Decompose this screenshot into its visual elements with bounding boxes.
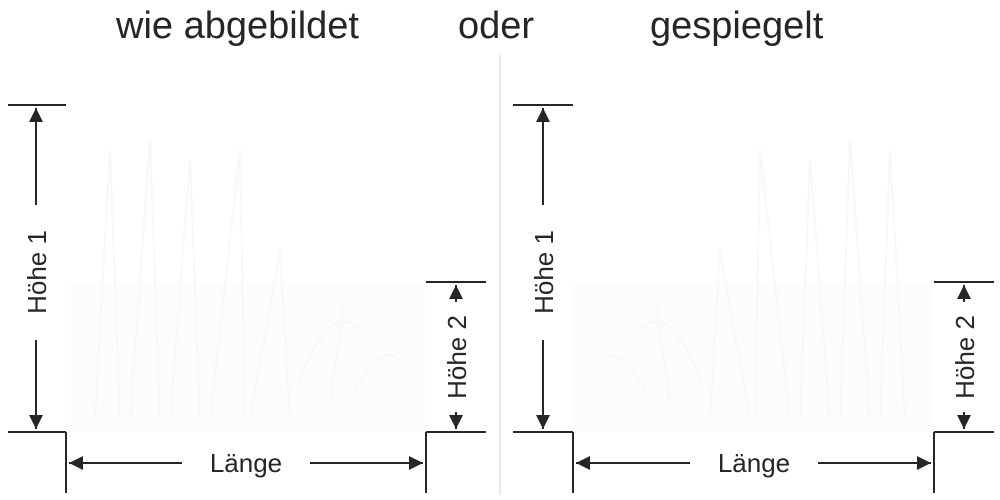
grass-sticker-ghost <box>65 139 425 432</box>
height2-label: Höhe 2 <box>950 315 980 399</box>
height1-label: Höhe 1 <box>22 230 52 314</box>
length-label: Länge <box>210 448 282 478</box>
right-panel: Höhe 1 Höhe 2 Länge <box>513 104 994 493</box>
title-mirrored: gespiegelt <box>650 5 824 47</box>
height1-label: Höhe 1 <box>529 230 559 314</box>
left-panel: Höhe 1 Höhe 2 Länge <box>8 104 486 493</box>
title-or: oder <box>458 5 535 47</box>
height2-label: Höhe 2 <box>442 315 472 399</box>
title-as-shown: wie abgebildet <box>116 5 359 47</box>
grass-sticker-ghost-mirrored <box>574 139 934 432</box>
length-label: Länge <box>718 448 790 478</box>
